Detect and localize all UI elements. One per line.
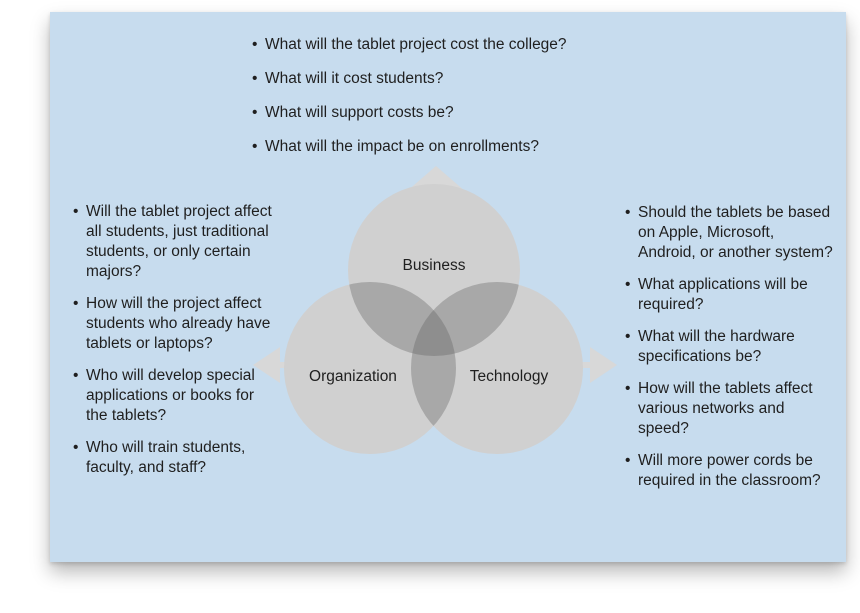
technology-question: What will the hardware specifications be… xyxy=(625,327,835,367)
technology-question: What applications will be required? xyxy=(625,275,835,315)
business-question: What will support costs be? xyxy=(252,103,567,123)
business-question: What will it cost students? xyxy=(252,69,567,89)
right-arrow xyxy=(570,347,617,383)
organization-question: Who will develop special applications or… xyxy=(73,366,273,426)
technology-question: Will more power cords be required in the… xyxy=(625,451,835,491)
organization-question: Will the tablet project affect all stude… xyxy=(73,202,273,282)
technology-question: Should the tablets be based on Apple, Mi… xyxy=(625,203,835,263)
technology-question-list: Should the tablets be based on Apple, Mi… xyxy=(625,203,835,503)
technology-question: How will the tablets affect various netw… xyxy=(625,379,835,439)
business-technology-overlap xyxy=(411,282,520,356)
business-label: Business xyxy=(403,257,466,274)
organization-question: Who will train students, faculty, and st… xyxy=(73,438,273,478)
business-question: What will the tablet project cost the co… xyxy=(252,35,567,55)
business-question-list: What will the tablet project cost the co… xyxy=(252,35,567,171)
organization-label: Organization xyxy=(309,368,397,385)
organization-question: How will the project affect students who… xyxy=(73,294,273,354)
business-organization-overlap xyxy=(348,282,456,356)
technology-label: Technology xyxy=(470,368,549,385)
left-arrow xyxy=(253,347,300,383)
business-question: What will the impact be on enrollments? xyxy=(252,137,567,157)
organization-question-list: Will the tablet project affect all stude… xyxy=(73,202,273,490)
